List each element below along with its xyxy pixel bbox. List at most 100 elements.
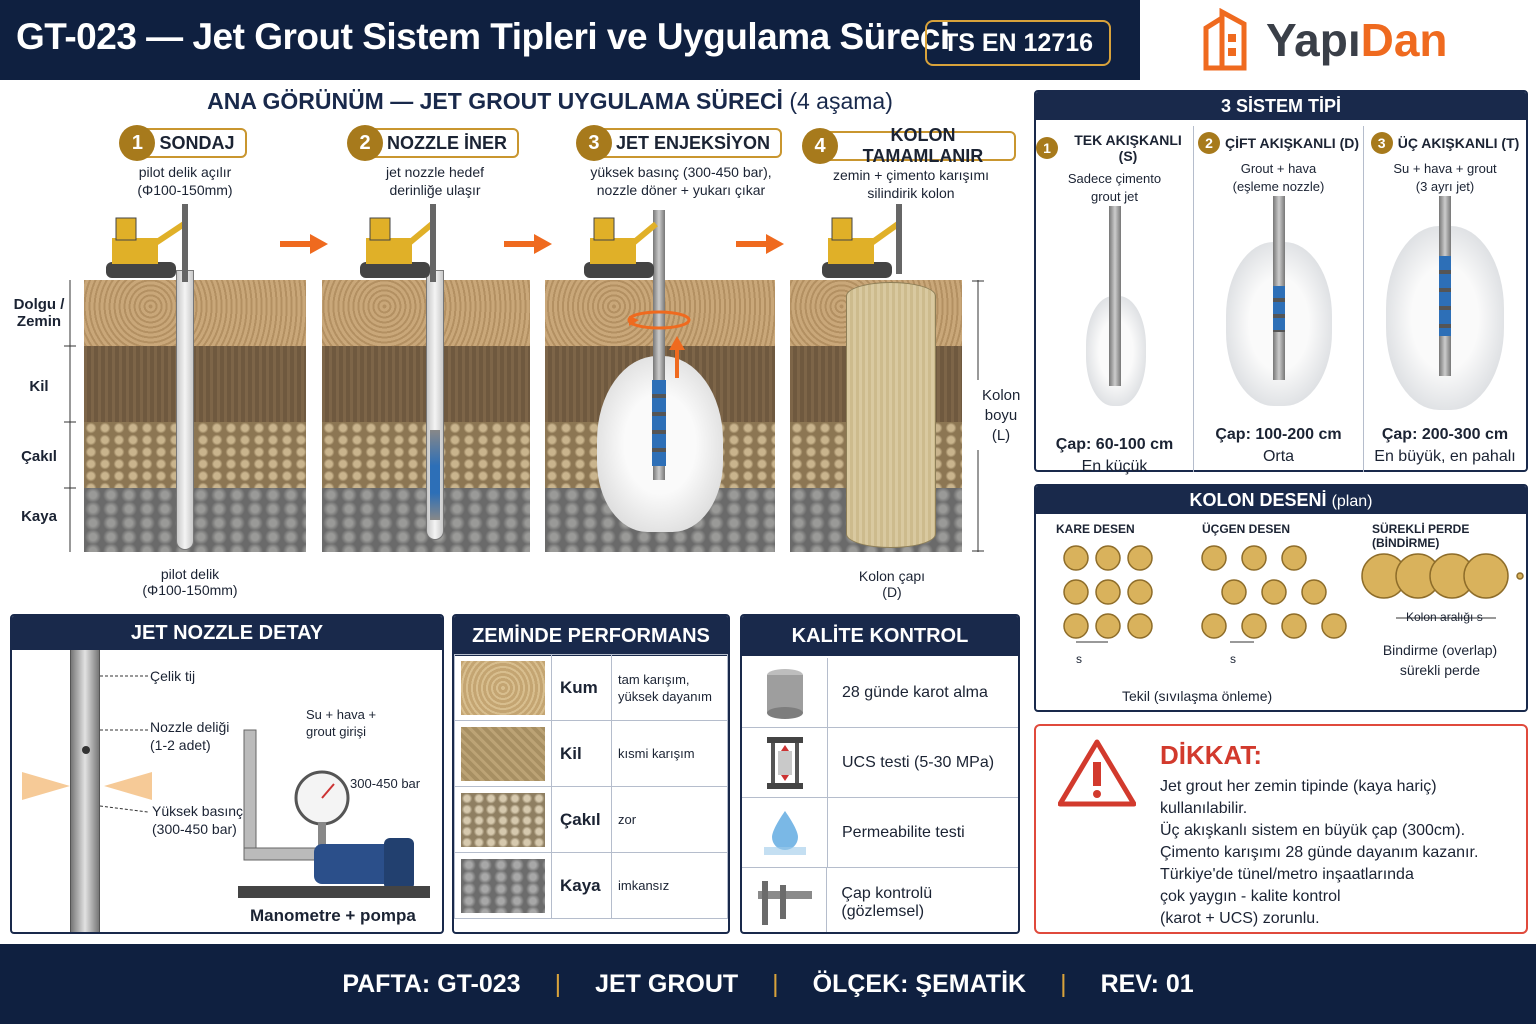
step-desc-2: (Φ100-150mm) (137, 182, 233, 198)
inlet-label-2: grout girişi (306, 724, 366, 739)
quality-text: 28 günde karot alma (842, 683, 988, 701)
step-label: SONDAJ (159, 132, 235, 153)
footer-separator: | (1060, 969, 1067, 998)
column-diameter-2: (D) (882, 584, 902, 600)
water-drop-icon (763, 810, 806, 855)
pump-label: Manometre + pompa (250, 906, 416, 925)
system-types-title: 3 SİSTEM TİPİ (1036, 92, 1526, 120)
step-desc-1: zemin + çimento karışımı (833, 167, 989, 183)
footer-sheet: PAFTA: GT-023 (342, 969, 521, 998)
layer-label-rock: Kaya (21, 508, 57, 525)
footer-separator: | (772, 969, 779, 998)
layer-dimension-lines (64, 280, 76, 552)
system-figure (1364, 196, 1526, 420)
drill-rod (1109, 206, 1121, 386)
step-number: 2 (347, 125, 383, 161)
warning-title: DİKKAT: (1160, 740, 1263, 770)
pilot-size: (Φ100-150mm) (142, 582, 238, 598)
step-desc-1: jet nozzle hedef (385, 164, 485, 180)
system-desc-2: grout jet (1091, 189, 1138, 204)
soil-swatch-cell (454, 720, 552, 787)
step-label: JET ENJEKSİYON (615, 132, 771, 153)
hole-label-1: Nozzle deliği (150, 719, 230, 735)
performance-title: ZEMİNDE PERFORMANS (454, 616, 728, 656)
curtain-pattern-label: SÜREKLİ PERDE (BİNDİRME) (1372, 522, 1470, 550)
layer-label-gravel: Çakıl (21, 448, 57, 465)
quality-icon-cell (742, 728, 828, 797)
triangle-pattern-label: ÜÇGEN DESEN (1202, 522, 1291, 536)
pressure-label-2: (300-450 bar) (152, 821, 237, 837)
layer-label-fill-2: Zemin (16, 313, 62, 330)
pattern-drawing (1063, 545, 1524, 643)
step-desc: pilot delik açılır(Φ100-150mm) (100, 163, 270, 199)
step-desc-2: derinliğe ulaşır (389, 182, 481, 198)
quality-icon-cell (742, 658, 828, 727)
logo-text-a: Yapı (1266, 14, 1361, 66)
column-length-2: boyu (984, 407, 1018, 424)
jet-nozzle (652, 380, 666, 466)
soil-result: kısmi karışım (611, 720, 728, 787)
warning-panel: DİKKAT: Jet grout her zemin tipinde (kay… (1034, 724, 1528, 934)
logo-text: YapıDan (1266, 13, 1448, 67)
soil-name: Kum (551, 654, 612, 721)
soil-clay (84, 346, 306, 422)
quality-text: Permeabilite testi (842, 823, 965, 841)
sand-swatch (461, 660, 545, 715)
quality-title: KALİTE KONTROL (742, 616, 1018, 656)
triangle-spacing: s (1230, 652, 1236, 666)
drilling-rig-icon (360, 204, 436, 282)
pilot-label-text: pilot delik (160, 566, 220, 582)
column-pattern-title-sub: (plan) (1331, 493, 1373, 510)
system-figure (1194, 196, 1363, 420)
nozzle-detail-panel: JET NOZZLE DETAY Çelik tij Nozzle deliği… (10, 614, 444, 934)
grout-column (846, 282, 936, 548)
column-diameter-label: Kolon çapı(D) (846, 568, 938, 600)
soil-swatch-cell (454, 852, 552, 919)
performance-panel: ZEMİNDE PERFORMANS Kum tam karışım,yüksek… (452, 614, 730, 934)
quality-icon-cell (742, 868, 828, 932)
column-length-3: (L) (991, 427, 1011, 444)
quality-text: Çap kontrolü (gözlemsel) (841, 885, 933, 920)
system-label: TEK AKIŞKANLI (S) (1074, 132, 1182, 164)
process-arrow-icon (504, 234, 552, 254)
jet-nozzle (1439, 256, 1451, 336)
footer-scale: ÖLÇEK: ŞEMATİK (812, 969, 1027, 998)
footer-topic: JET GROUT (595, 969, 739, 998)
inlet-label: Su + hava +grout girişi (306, 706, 376, 740)
soil-block-3 (545, 210, 775, 552)
jet-nozzle (1273, 286, 1285, 332)
soil-result-1: tam karışım, (618, 671, 690, 687)
rod-label: Çelik tij (150, 668, 196, 684)
step-number: 3 (575, 125, 612, 161)
pump-icon (238, 729, 430, 898)
step-desc: jet nozzle hedef derinliğe ulaşır (340, 163, 530, 199)
system-number: 1 (1036, 137, 1058, 159)
quality-icon-cell (742, 798, 828, 867)
overlap-label-1: Bindirme (overlap) (1382, 642, 1498, 658)
soil-swatch-cell (454, 786, 552, 853)
logo-text-b: Dan (1360, 14, 1448, 66)
soil-result-2: yüksek dayanım (618, 688, 712, 704)
layer-label-fill-1: Dolgu / (13, 296, 65, 313)
quality-row: Permeabilite testi (742, 798, 1018, 868)
soil-block-1 (84, 270, 306, 552)
soil-fill (84, 280, 306, 346)
soil-name: Kil (551, 720, 612, 787)
nozzle-hole (82, 746, 90, 754)
system-badge: 1 TEK AKIŞKANLI (S) (1036, 132, 1193, 164)
square-spacing: s (1076, 652, 1082, 666)
